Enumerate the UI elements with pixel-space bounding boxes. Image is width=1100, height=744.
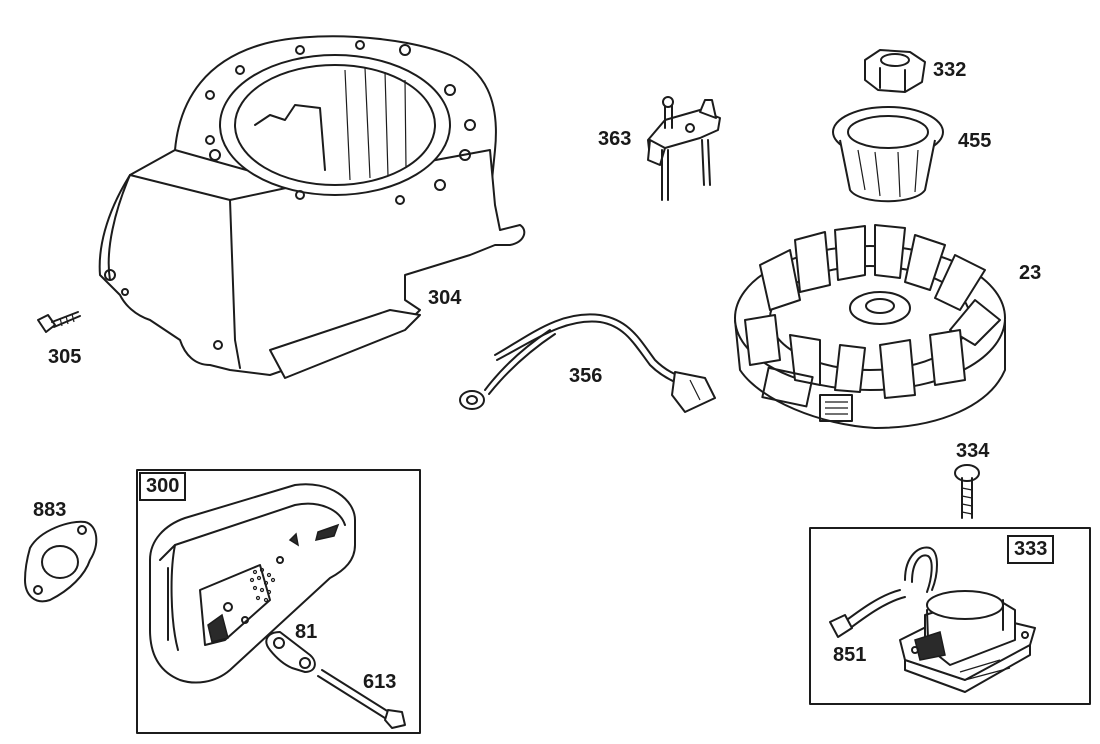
bolt-613-drawing — [317, 669, 406, 729]
label-333: 333 — [1007, 535, 1055, 564]
lock-plate-81-drawing — [265, 631, 316, 673]
label-613: 613 — [363, 671, 397, 693]
label-356: 356 — [569, 365, 603, 387]
label-300: 300 — [139, 472, 187, 501]
blower-housing-drawing — [98, 35, 526, 379]
label-332: 332 — [933, 59, 967, 81]
label-81: 81 — [295, 621, 318, 643]
label-363: 363 — [598, 128, 632, 150]
nut-332-drawing — [864, 49, 926, 93]
wire-356-drawing — [459, 313, 716, 413]
label-455: 455 — [958, 130, 992, 152]
label-851: 851 — [833, 644, 867, 666]
flywheel-23-drawing — [734, 224, 1006, 429]
label-305: 305 — [48, 346, 82, 368]
ignition-coil-333-drawing — [829, 546, 1036, 693]
bolt-334-drawing — [954, 464, 980, 519]
label-334: 334 — [956, 440, 990, 462]
label-23: 23 — [1019, 262, 1042, 284]
bracket-363-drawing — [647, 96, 721, 201]
gasket-883-drawing — [24, 520, 98, 603]
label-883: 883 — [33, 499, 67, 521]
frame-333 — [809, 527, 1091, 705]
frame-300 — [136, 469, 421, 734]
cup-455-drawing — [832, 106, 944, 203]
label-304: 304 — [428, 287, 462, 309]
screw-305-drawing — [37, 311, 81, 333]
muffler-300-drawing — [149, 483, 356, 684]
